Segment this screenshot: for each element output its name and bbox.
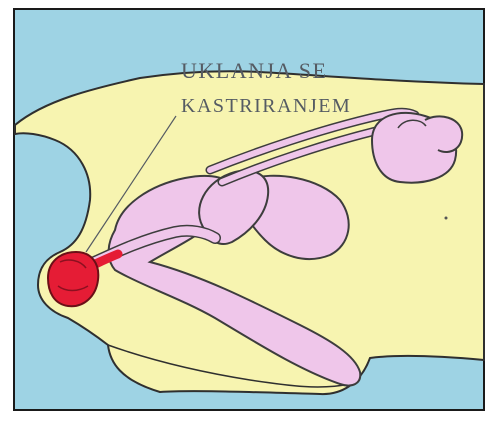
label-line-1: UKLANJA SE xyxy=(181,58,327,84)
speck xyxy=(445,217,448,220)
label-line-2: KASTRIRANJEM xyxy=(181,95,351,118)
